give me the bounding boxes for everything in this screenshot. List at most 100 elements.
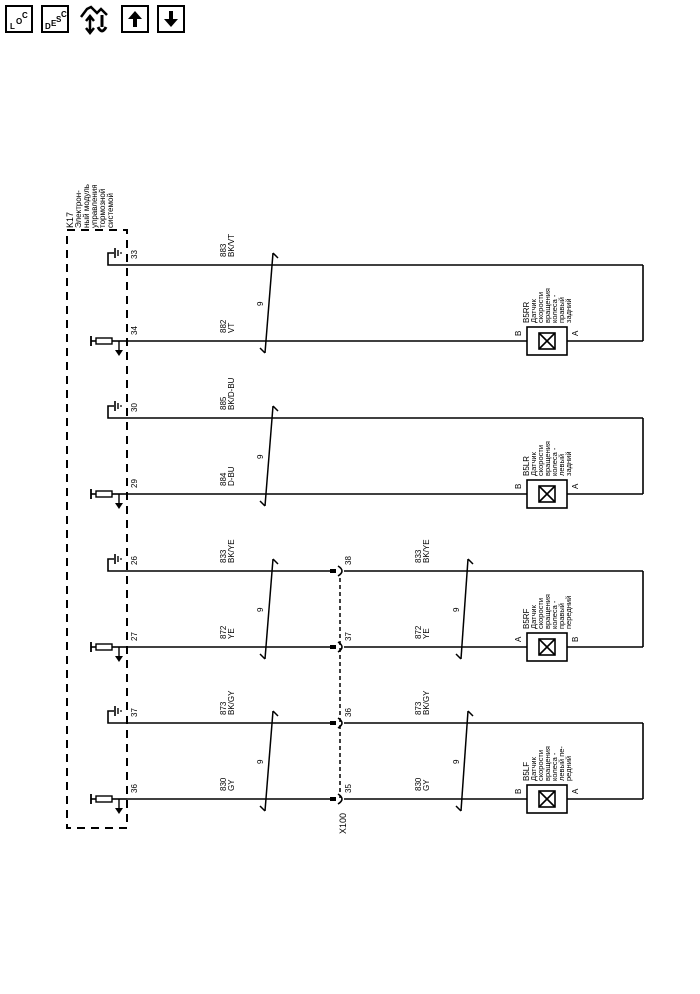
sensor-description-line: Датчик bbox=[529, 756, 538, 781]
module-pin-number: 37 bbox=[130, 708, 139, 717]
wire-color: VT bbox=[227, 323, 236, 333]
module-label: K17 Электрон- ный модуль управления торм… bbox=[65, 184, 115, 228]
signal-ground-icon bbox=[107, 706, 127, 724]
wire-color: BK/D-BU bbox=[227, 377, 236, 410]
twisted-pair-label: 9 bbox=[256, 301, 265, 306]
filter-resistor-icon bbox=[90, 489, 127, 509]
wire-color: YE bbox=[227, 628, 236, 639]
twisted-pair-icon: 9 bbox=[452, 558, 474, 660]
connector-pin-female bbox=[337, 793, 343, 805]
sensor-description-line: Датчик bbox=[529, 604, 538, 629]
arrow-down-icon bbox=[164, 11, 178, 27]
connector-pin-male bbox=[330, 645, 336, 649]
wheel-speed-sensor-icon bbox=[538, 332, 556, 350]
loc-button[interactable]: L O C bbox=[5, 5, 33, 33]
module-name-line: Электрон- bbox=[74, 190, 83, 228]
x100-pin-number: 35 bbox=[344, 784, 353, 793]
module-pin-number: 34 bbox=[130, 326, 139, 335]
sensor-description-line: редний bbox=[564, 756, 573, 781]
wire-color: GY bbox=[422, 779, 431, 791]
wire-color: GY bbox=[227, 779, 236, 791]
sensor-pin-right: A bbox=[571, 788, 580, 794]
connector-pin-female bbox=[337, 717, 343, 729]
module-pin-number: 29 bbox=[130, 479, 139, 488]
sensor-id: B5LR bbox=[522, 456, 531, 476]
wheel-speed-sensor-icon bbox=[538, 485, 556, 503]
sensor-description-line: задний bbox=[564, 298, 573, 323]
wire-color: BK/YE bbox=[227, 539, 236, 563]
wire-color: BK/VT bbox=[227, 234, 236, 257]
circuit-number: 885 bbox=[219, 396, 228, 410]
arrow-down-button[interactable] bbox=[157, 5, 185, 33]
sensor-description-line: скорости bbox=[536, 598, 545, 629]
wheel-speed-sensor-icon bbox=[538, 790, 556, 808]
twisted-pair-icon: 9 bbox=[452, 710, 474, 812]
connector-tool-icon bbox=[80, 5, 108, 36]
sensor-pin-left: B bbox=[514, 484, 523, 489]
sensor-pin-left: B bbox=[514, 331, 523, 336]
x100-pin-number: 37 bbox=[344, 632, 353, 641]
sensor-description-line: вращения bbox=[543, 594, 552, 629]
circuit-number: 833 bbox=[414, 549, 423, 563]
filter-resistor-icon bbox=[90, 642, 127, 662]
module-pin-number: 33 bbox=[130, 250, 139, 259]
wire-color: YE bbox=[422, 628, 431, 639]
circuit-number: 884 bbox=[219, 472, 228, 486]
module-pin-number: 26 bbox=[130, 556, 139, 565]
sensor-description-line: вращения bbox=[543, 288, 552, 323]
sensor-description-line: вращения bbox=[543, 746, 552, 781]
x100-label: X100 bbox=[338, 813, 348, 834]
connector-pin-female bbox=[337, 641, 343, 653]
sensor-description-line: передний bbox=[564, 596, 573, 629]
sensor-description-line: колеса - bbox=[550, 447, 559, 476]
wire-color: D-BU bbox=[227, 466, 236, 486]
sensor-description-line: левый bbox=[557, 454, 566, 476]
signal-ground-icon bbox=[107, 401, 127, 419]
filter-resistor-icon bbox=[90, 794, 127, 814]
sensor-description-line: левый пе- bbox=[557, 746, 566, 781]
circuit-number: 830 bbox=[219, 777, 228, 791]
circuit-number: 872 bbox=[414, 625, 423, 639]
sensor-id: B5LF bbox=[522, 762, 531, 781]
circuit-number: 830 bbox=[414, 777, 423, 791]
twisted-pair-icon: 9 bbox=[256, 252, 279, 354]
module-name-line: тормозной bbox=[98, 189, 107, 228]
arrow-up-button[interactable] bbox=[121, 5, 149, 33]
connector-pin-male bbox=[330, 721, 336, 725]
twisted-pair-label: 9 bbox=[256, 454, 265, 459]
twisted-pair-label: 9 bbox=[452, 759, 461, 764]
sensor-description-line: правый bbox=[557, 297, 566, 323]
circuit-number: 873 bbox=[219, 701, 228, 715]
module-name-line: управления bbox=[90, 184, 99, 228]
module-pin-number: 27 bbox=[130, 632, 139, 641]
sensor-id: B5RR bbox=[522, 301, 531, 323]
twisted-pair-label: 9 bbox=[256, 759, 265, 764]
sensor-description-line: задний bbox=[564, 451, 573, 476]
wheel-speed-sensor-icon bbox=[538, 638, 556, 656]
module-id: K17 bbox=[65, 212, 75, 228]
twisted-pair-label: 9 bbox=[452, 607, 461, 612]
signal-ground-icon bbox=[107, 554, 127, 572]
circuit-number: 883 bbox=[219, 243, 228, 257]
module-boundary bbox=[66, 229, 128, 829]
connector-tool-button[interactable] bbox=[77, 5, 113, 36]
sensor-description-line: колеса - bbox=[550, 294, 559, 323]
desc-button[interactable]: D E S C bbox=[41, 5, 69, 33]
connector-pin-male bbox=[330, 797, 336, 801]
circuit-number: 833 bbox=[219, 549, 228, 563]
x100-pin-number: 38 bbox=[344, 556, 353, 565]
